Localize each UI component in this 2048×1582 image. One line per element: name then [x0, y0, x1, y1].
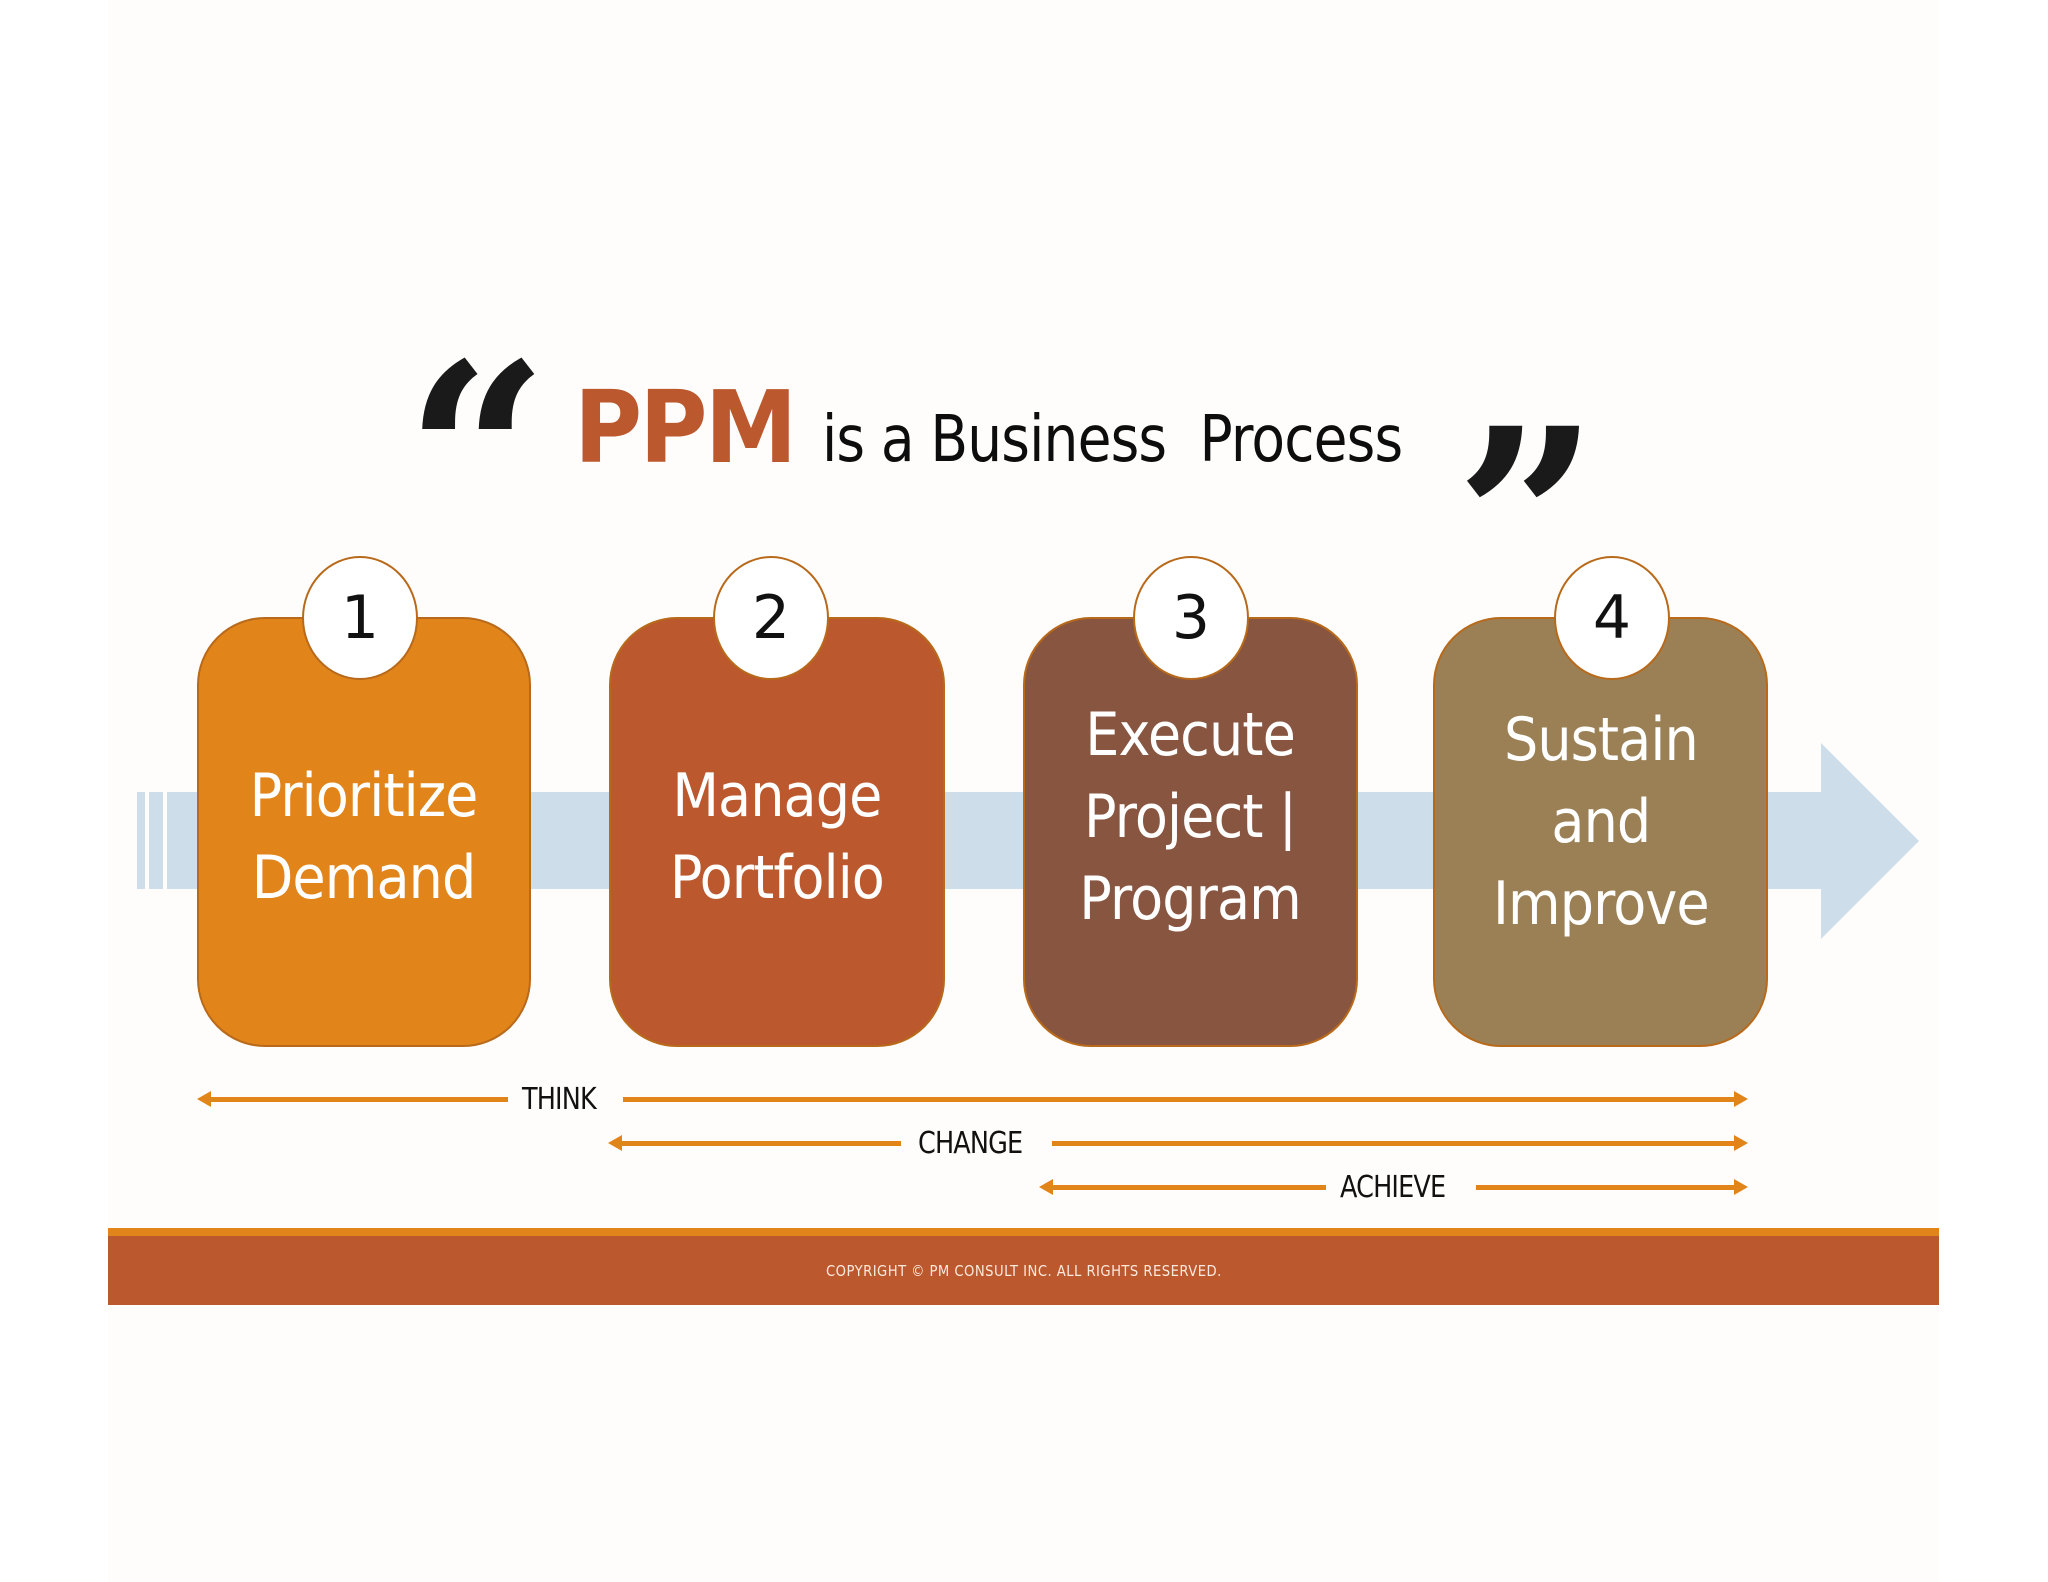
- title-text: is a Business Process: [822, 403, 1403, 477]
- timeline-line: [1052, 1185, 1326, 1190]
- band-stripe: [137, 792, 145, 889]
- step-label-line: Program: [1079, 864, 1302, 934]
- step-label: Sustain and Improve: [1492, 699, 1710, 945]
- step-label-line: Project |: [1084, 782, 1297, 852]
- arrow-head-icon: [1821, 743, 1919, 939]
- step-card-sustain-and-improve: Sustain and Improve: [1433, 617, 1768, 1047]
- step-label-line: Demand: [252, 843, 477, 913]
- copyright-text: COPYRIGHT © PM CONSULT INC. ALL RIGHTS R…: [825, 1261, 1222, 1280]
- arrow-left-icon: [1039, 1179, 1053, 1195]
- step-label-line: Manage: [672, 761, 882, 831]
- step-number-badge: 3: [1133, 556, 1249, 680]
- step-label: Execute Project | Program: [1080, 694, 1302, 940]
- timeline-label: THINK: [522, 1082, 597, 1117]
- arrow-right-icon: [1734, 1135, 1748, 1151]
- footer-accent-stripe: [108, 1228, 1939, 1237]
- step-number-badge: 1: [302, 556, 418, 680]
- step-label-line: Sustain: [1503, 705, 1699, 775]
- step-number-badge: 4: [1554, 556, 1670, 680]
- step-number-badge: 2: [713, 556, 829, 680]
- arrow-right-icon: [1734, 1179, 1748, 1195]
- timeline-label: CHANGE: [918, 1126, 1023, 1161]
- step-label: Prioritize Demand: [250, 755, 479, 919]
- step-label: Manage Portfolio: [669, 755, 885, 919]
- band-stripe: [149, 792, 163, 889]
- step-label-line: Improve: [1492, 869, 1710, 939]
- timeline-line: [623, 1097, 1735, 1102]
- step-card-prioritize-demand: Prioritize Demand: [197, 617, 531, 1047]
- title-highlight: PPM: [574, 369, 797, 486]
- step-label-line: and: [1551, 787, 1651, 857]
- timeline-line: [1052, 1141, 1735, 1146]
- arrow-right-icon: [1734, 1091, 1748, 1107]
- step-label-line: Prioritize: [250, 761, 479, 831]
- open-quote-icon: “: [405, 308, 549, 602]
- arrow-left-icon: [197, 1091, 211, 1107]
- timeline-line: [210, 1097, 508, 1102]
- step-label-line: Portfolio: [669, 843, 885, 913]
- footer: COPYRIGHT © PM CONSULT INC. ALL RIGHTS R…: [108, 1236, 1939, 1305]
- step-card-execute-project-program: Execute Project | Program: [1023, 617, 1358, 1047]
- step-card-manage-portfolio: Manage Portfolio: [609, 617, 945, 1047]
- step-label-line: Execute: [1085, 700, 1297, 770]
- arrow-left-icon: [608, 1135, 622, 1151]
- timeline-line: [1476, 1185, 1735, 1190]
- timeline-label: ACHIEVE: [1340, 1170, 1446, 1205]
- timeline-line: [621, 1141, 901, 1146]
